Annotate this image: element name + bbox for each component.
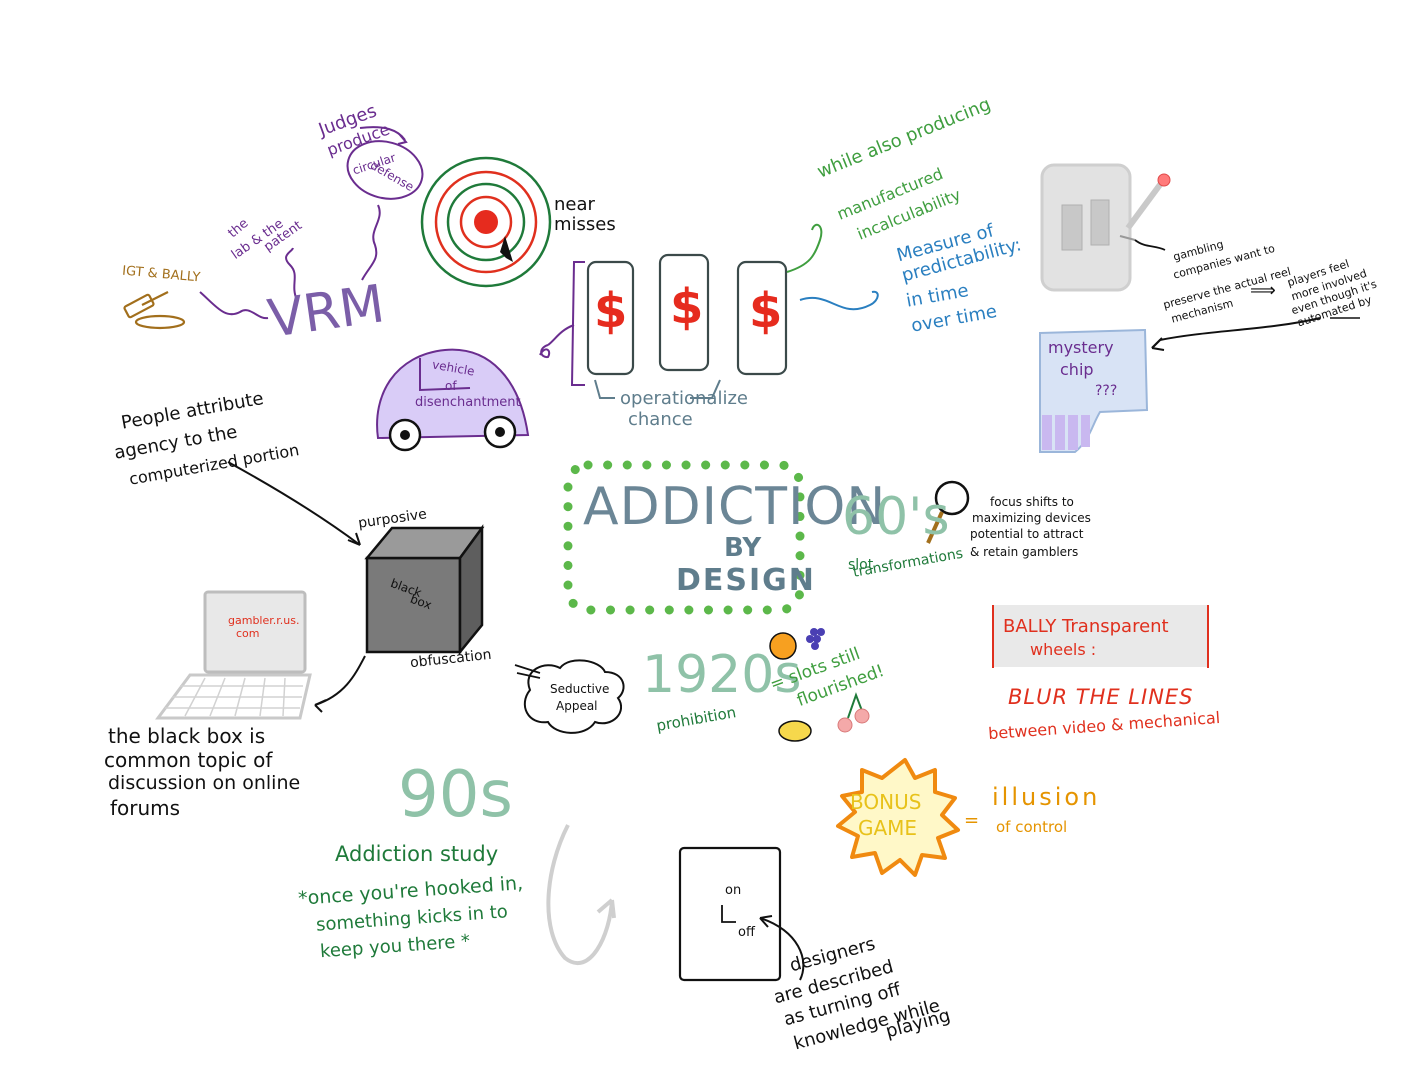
sixties-year: 60's <box>842 487 950 547</box>
black-box-cube <box>364 524 485 656</box>
focus-line-1: focus shifts to <box>990 495 1074 509</box>
forum-line-1: the black box is <box>108 724 266 748</box>
bonus-equals: = <box>964 810 980 831</box>
seductive-line-2: Appeal <box>556 699 598 713</box>
vrm-connectors <box>199 126 408 320</box>
bally-line-1: BALLY Transparent <box>1003 616 1169 637</box>
nineties-year: 90s <box>398 758 513 832</box>
mystery-chip-line-1: mystery <box>1048 338 1114 357</box>
title-line-3: DESIGN <box>676 563 816 598</box>
title-line-2: BY <box>724 533 762 563</box>
sixties-caption-line-1: slot <box>848 557 874 573</box>
target-icon <box>420 156 552 288</box>
bonus-line-1: BONUS <box>850 790 922 814</box>
car-line-2: of <box>445 379 457 393</box>
twenties-year: 1920s <box>642 645 802 705</box>
control-label: of control <box>996 818 1068 836</box>
reels-caption-line-2: chance <box>628 409 693 430</box>
addiction-study: Addiction study <box>335 842 499 866</box>
near-misses-line-1: near <box>554 194 595 215</box>
bally-blur: BLUR THE LINES <box>1008 685 1194 709</box>
switch-panel <box>678 846 782 982</box>
focus-line-2: maximizing devices <box>972 511 1091 525</box>
switch-on-label: on <box>725 883 742 898</box>
forum-line-3: discussion on online <box>108 772 301 794</box>
reel-brace <box>570 261 585 386</box>
switch-off-label: off <box>738 925 755 940</box>
car-icon <box>376 348 530 452</box>
mystery-chip-line-2: chip <box>1060 360 1094 379</box>
title-line-1: ADDICTION <box>583 477 887 537</box>
circular-defense-bubble <box>346 140 424 200</box>
reel-symbol-3: $ <box>749 283 783 339</box>
seductive-appeal-bubble <box>523 659 625 734</box>
mystery-chip-icon <box>1039 328 1149 453</box>
laptop-line-1: gambler.r.us. <box>228 614 300 627</box>
slot-reels <box>586 253 788 376</box>
fruit-icons <box>769 628 870 742</box>
focus-line-4: & retain gamblers <box>970 545 1079 559</box>
car-line-3: disenchantment <box>415 395 521 410</box>
bonus-line-2: GAME <box>858 816 918 840</box>
mystery-chip-line-3: ??? <box>1095 383 1118 399</box>
hook-icon <box>546 824 614 966</box>
magnifier-icon <box>926 480 970 544</box>
reels-caption-line-1: operationalize <box>620 388 748 409</box>
illusion-label: illusion <box>992 783 1101 811</box>
slot-machine-icon <box>1040 163 1171 292</box>
gavel-icon <box>123 291 186 330</box>
laptop-icon <box>155 590 312 720</box>
title-dotted-border <box>563 460 805 615</box>
reel-symbol-1: $ <box>594 283 628 339</box>
laptop-line-2: com <box>236 627 260 640</box>
forum-line-2: common topic of <box>104 748 273 772</box>
bonus-burst <box>836 758 960 877</box>
bally-line-2: wheels : <box>1030 640 1097 659</box>
reel-symbol-2: $ <box>670 279 704 335</box>
seductive-line-1: Seductive <box>550 682 610 696</box>
slot-note-arrow: ⟹ <box>1250 280 1276 301</box>
near-misses-line-2: misses <box>554 214 616 235</box>
focus-line-3: potential to attract <box>970 527 1084 541</box>
bally-wheels-box <box>993 605 1208 667</box>
forum-line-4: forums <box>110 796 181 820</box>
